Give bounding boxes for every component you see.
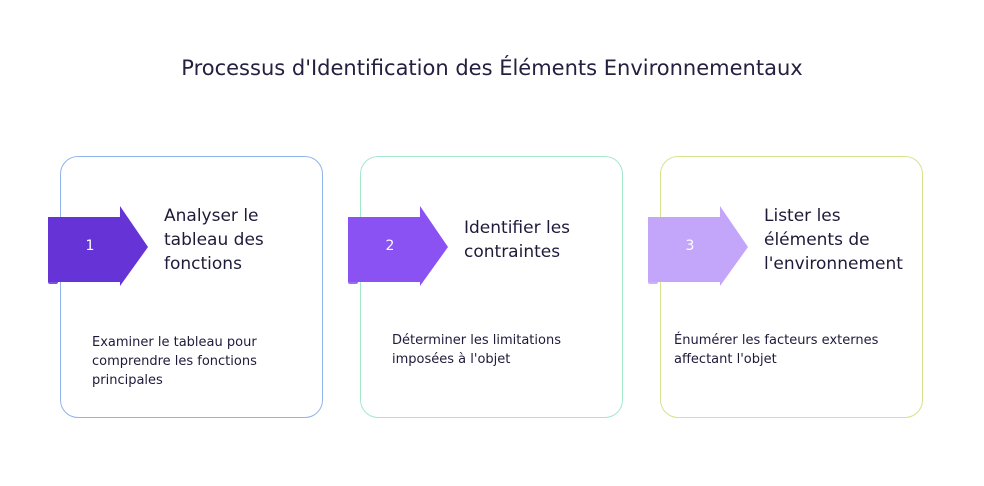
step-description: Examiner le tableau pour comprendre les … — [92, 335, 257, 388]
step-title: Analyser le tableau des fonctions — [164, 206, 264, 274]
step-number: 3 — [685, 238, 695, 254]
step-description: Énumérer les facteurs externes affectant… — [674, 333, 879, 367]
step-number: 1 — [85, 238, 95, 254]
step-card — [360, 156, 623, 418]
step-card — [60, 156, 323, 418]
step-arrow-icon — [48, 206, 148, 286]
step-card — [660, 156, 923, 418]
step-arrow-icon — [648, 206, 748, 286]
page-title: Processus d'Identification des Éléments … — [181, 56, 803, 80]
step-title: Identifier les contraintes — [464, 218, 571, 262]
step-number: 2 — [385, 238, 395, 254]
step-arrow-icon — [348, 206, 448, 286]
step-title: Lister les éléments de l'environnement — [764, 206, 903, 274]
step-description: Déterminer les limitations imposées à l'… — [392, 333, 561, 367]
